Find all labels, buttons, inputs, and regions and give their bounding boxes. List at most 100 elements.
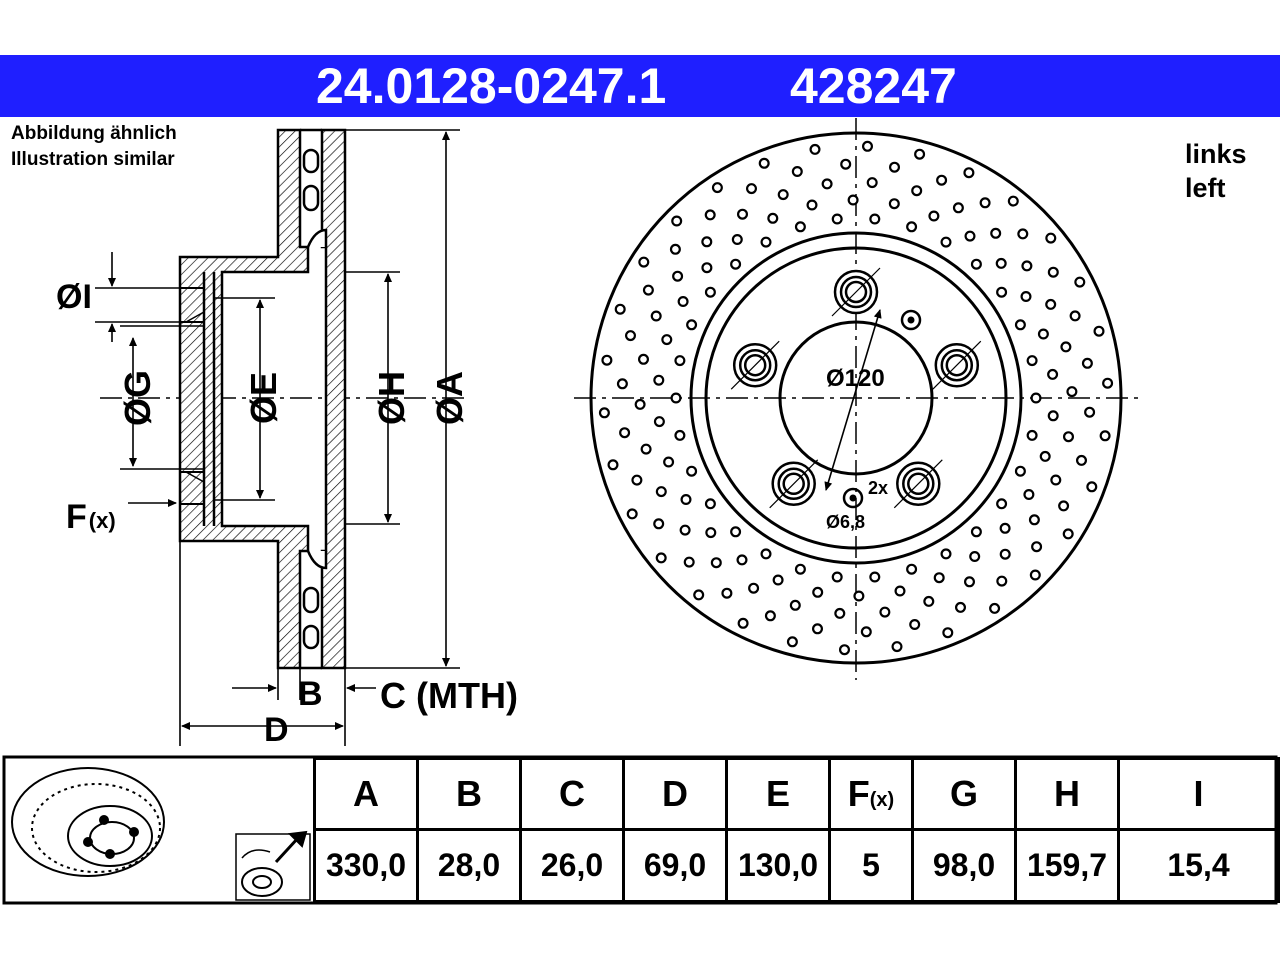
bolt-circle-label: Ø120 [826, 365, 885, 392]
cross-drill-hole [626, 508, 638, 520]
brake-install-icon [235, 830, 311, 901]
wheel-bolt-hole [831, 267, 881, 317]
cross-drill-hole [730, 258, 742, 270]
cross-drill-hole [906, 221, 918, 233]
cross-drill-hole [674, 429, 686, 441]
cross-drill-holes [598, 140, 1114, 656]
cross-drill-hole [979, 197, 991, 209]
column-header-f: F(x) [828, 757, 914, 831]
cross-drill-hole [607, 459, 619, 471]
cross-drill-hole [772, 574, 784, 586]
cross-drill-hole [909, 618, 921, 630]
cross-drill-hole [970, 526, 982, 538]
cross-drill-hole [838, 644, 850, 656]
cross-drill-hole [748, 582, 760, 594]
hole-diameter-label: Ø6,8 [826, 512, 865, 532]
cross-drill-hole [693, 589, 705, 601]
front-view [574, 118, 1140, 680]
side-note-de: links [1185, 139, 1247, 169]
cross-drill-hole [1102, 377, 1114, 389]
cross-drill-hole [970, 258, 982, 270]
cross-drill-hole [809, 143, 821, 155]
value-f: 5 [828, 828, 914, 903]
cross-drill-hole [847, 194, 859, 206]
cross-drill-hole [995, 257, 1007, 269]
cross-drill-hole [655, 486, 667, 498]
column-header-h: H [1014, 757, 1120, 831]
cross-drill-hole [963, 167, 975, 179]
cross-drill-hole [894, 585, 906, 597]
cross-drill-hole [1081, 357, 1093, 369]
cross-drill-hole [1047, 266, 1059, 278]
section-view [100, 128, 470, 670]
column-header-d: D [622, 757, 728, 831]
cross-drill-hole [663, 456, 675, 468]
cross-drill-hole [834, 607, 846, 619]
cross-drill-hole [1045, 298, 1057, 310]
cross-drill-hole [721, 587, 733, 599]
cross-drill-hole [701, 236, 713, 248]
cross-drill-hole [686, 465, 698, 477]
cross-drill-hole [670, 392, 682, 404]
hole-count-label: 2x [868, 478, 888, 498]
dimension-label-c: C (MTH) [380, 675, 518, 716]
cross-drill-hole [1050, 474, 1062, 486]
section-dimensions [95, 129, 460, 746]
side-note: links left [1185, 137, 1247, 205]
cross-drill-hole [683, 556, 695, 568]
cross-drill-hole [731, 234, 743, 246]
illustration-note-de: Abbildung ähnlich [11, 123, 177, 144]
cross-drill-hole [1030, 392, 1042, 404]
cross-drill-hole [914, 148, 926, 160]
cross-drill-hole [764, 610, 776, 622]
friction-ring-section [320, 128, 347, 670]
cross-drill-hole [821, 178, 833, 190]
cross-drill-hole [1066, 386, 1078, 398]
dimension-label-e: ØE [243, 372, 284, 424]
cross-drill-hole [853, 590, 865, 602]
cross-drill-hole [1039, 450, 1051, 462]
cross-drill-hole [888, 161, 900, 173]
cross-drill-hole [669, 243, 681, 255]
cross-drill-hole [680, 494, 692, 506]
cross-drill-hole [1017, 228, 1029, 240]
cross-drill-hole [655, 552, 667, 564]
cross-drill-hole [942, 627, 954, 639]
dimension-label-h: ØH [371, 371, 412, 425]
cross-drill-hole [1062, 528, 1074, 540]
cross-drill-hole [705, 527, 717, 539]
dimension-label-d: D [264, 711, 289, 749]
cross-drill-hole [964, 230, 976, 242]
cross-drill-hole [601, 354, 613, 366]
cross-drill-hole [1014, 319, 1026, 331]
spec-table: A B C D E F(x) G H I 330,0 28,0 26,0 69,… [313, 757, 1280, 903]
dimension-label-f-sub: (x) [89, 508, 116, 533]
cross-drill-hole [831, 213, 843, 225]
cross-drill-hole [758, 157, 770, 169]
part-number: 24.0128-0247.1 [316, 58, 667, 114]
cross-drill-hole [730, 526, 742, 538]
dimension-label-g: ØG [117, 370, 158, 426]
cross-drill-hole [1031, 541, 1043, 553]
cross-drill-hole [650, 310, 662, 322]
cross-drill-hole [1007, 195, 1019, 207]
cross-drill-hole [840, 158, 852, 170]
cross-drill-hole [1060, 341, 1072, 353]
cross-drill-hole [996, 575, 1008, 587]
cross-drill-hole [1029, 569, 1041, 581]
value-a: 330,0 [313, 828, 419, 903]
cross-drill-hole [1045, 232, 1057, 244]
cross-drill-hole [616, 378, 628, 390]
cross-drill-hole [860, 626, 872, 638]
cross-drill-hole [879, 606, 891, 618]
column-header-f-sub: (x) [869, 789, 895, 811]
cross-drill-hole [637, 353, 649, 365]
cross-drill-hole [653, 518, 665, 530]
cross-drill-hole [614, 303, 626, 315]
cross-drill-hole [760, 236, 772, 248]
cross-drill-hole [940, 548, 952, 560]
dimension-label-b: B [298, 675, 323, 713]
wheel-bolt-hole [893, 459, 943, 509]
cross-drill-hole [990, 227, 1002, 239]
